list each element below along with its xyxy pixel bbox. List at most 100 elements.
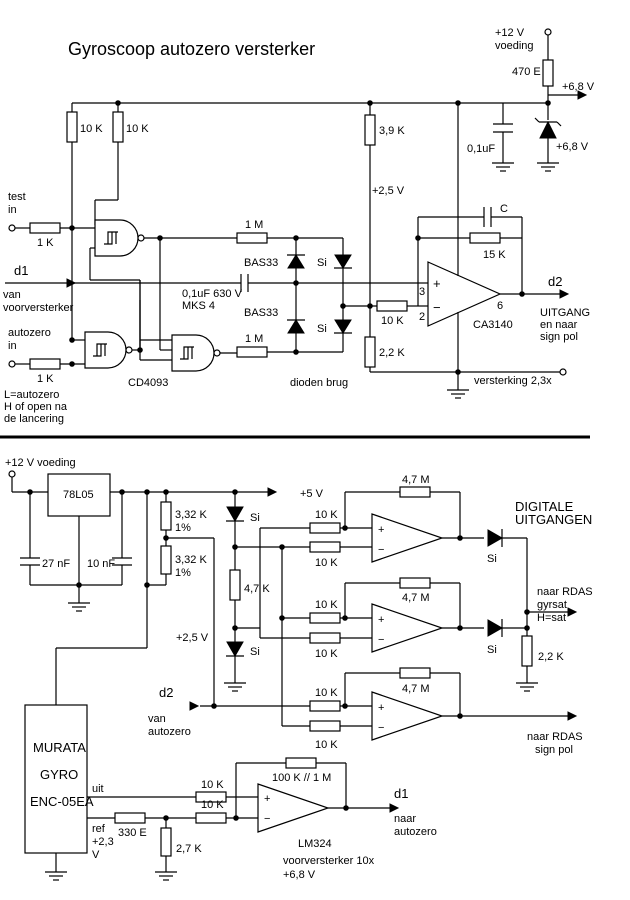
lauto-label: L=autozero (4, 389, 59, 401)
diode-si-ref-2 (226, 641, 244, 658)
r47m-c2-label: 4,7 M (402, 592, 430, 604)
nand-gate-3 (171, 334, 215, 372)
diode-bas33-top (287, 254, 305, 269)
mks-label: MKS 4 (182, 300, 215, 312)
resistor-2k7 (160, 827, 172, 857)
v25-bottom-label: +2,5 V (176, 632, 209, 644)
bottom-circuit: +12 V voeding 78L05 +5 V 27 nF 10 nF (5, 457, 593, 881)
comparator-1: 10 K 10 K 4,7 M + − (309, 474, 484, 569)
si-bot-label: Si (317, 323, 327, 335)
r470-label: 470 E (512, 66, 541, 78)
resistor-1k-test (29, 222, 61, 234)
r332a-label-2: 1% (175, 522, 191, 534)
resistor-10k-in (376, 300, 408, 312)
resistor-10k-c3a (309, 700, 341, 712)
comparator-3: 10 K 10 K 4,7 M + − naar RDAS sign pol (309, 667, 583, 756)
r47k-label: 4,7 K (244, 583, 270, 595)
rdas-signpol-label: naar RDAS (527, 731, 583, 743)
bas33-bot-label: BAS33 (244, 307, 278, 319)
resistor-1k-autozero (29, 358, 61, 370)
uitgang-label: UITGANG (540, 307, 590, 319)
resistor-2k2 (364, 336, 376, 368)
r1k-az-label: 1 K (37, 373, 54, 385)
autozero-in-label: autozero (8, 327, 51, 339)
resistor-10k-pre2 (195, 812, 227, 824)
diode-si-top (334, 254, 352, 269)
supply-label-top: +12 V (495, 27, 525, 39)
zener-diode (539, 120, 557, 139)
resistor-2k2-out (521, 635, 533, 667)
van-autozero-label: van (148, 713, 166, 725)
uitgang-label-2: en naar (540, 319, 578, 331)
diode-si-out-1 (487, 529, 504, 547)
v5-label: +5 V (300, 488, 324, 500)
c3-minus: − (378, 722, 384, 734)
resistor-1m-top (236, 232, 268, 244)
opamp-plus: + (433, 276, 441, 291)
r332a-label: 3,32 K (175, 509, 207, 521)
c1-plus: + (378, 524, 384, 536)
rdas-gyrsat-label-3: H=sat (537, 612, 566, 624)
c3-plus: + (378, 702, 384, 714)
diode-si-ref-1 (226, 506, 244, 523)
r47m-c3-label: 4,7 M (402, 683, 430, 695)
resistor-10k-c1b (309, 541, 341, 553)
rdas-gyrsat-label: naar RDAS (537, 586, 593, 598)
diode-si-out-2 (487, 619, 504, 637)
resistor-3k32-a (160, 501, 172, 531)
gyro-label-3: ENC-05EA (30, 794, 94, 809)
r1m-top-label: 1 M (245, 219, 263, 231)
resistor-4m7-c3 (399, 667, 431, 679)
resistor-1m-bot (236, 346, 268, 358)
resistor-470e (542, 59, 554, 87)
diode-bas33-bot (287, 319, 305, 334)
r10k-in-label: 10 K (381, 315, 404, 327)
resistor-4m7-c2 (399, 577, 431, 589)
ref-label: ref (92, 823, 106, 835)
rfb-label: 100 K // 1 M (272, 772, 331, 784)
r39k-label: 3,9 K (379, 125, 405, 137)
r10k-c2b-label: 10 K (315, 648, 338, 660)
opamp-minus: − (433, 300, 441, 315)
test-in-terminal (8, 224, 16, 232)
d2-top-label: d2 (548, 274, 562, 289)
c-cap-label: 0,1uF 630 V (182, 288, 243, 300)
r330-label: 330 E (118, 827, 147, 839)
v25-top-label: +2,5 V (372, 185, 405, 197)
supply-terminal-bottom (8, 470, 16, 478)
pre-minus: − (264, 813, 270, 825)
supply-bottom-label: +12 V voeding (5, 457, 76, 469)
pin3-label: 3 (419, 286, 425, 298)
r10k-pre2-label: 10 K (201, 799, 224, 811)
c27-label: 27 nF (42, 558, 70, 570)
si-top-label: Si (317, 257, 327, 269)
pre-plus: + (264, 793, 270, 805)
resistor-10k-c1a (309, 522, 341, 534)
resistor-10k-c2a (309, 612, 341, 624)
voorversterker-label-2: +6,8 V (283, 869, 316, 881)
naar-autozero-label-2: autozero (394, 826, 437, 838)
uitgang-label-3: sign pol (540, 331, 578, 343)
naar-autozero-label: naar (394, 813, 416, 825)
cap-c-label: C (500, 203, 508, 215)
si2-label: Si (250, 646, 260, 658)
test-in-label-2: in (8, 204, 17, 216)
cd4093-label: CD4093 (128, 377, 168, 389)
pin2-label: 2 (419, 311, 425, 323)
resistor-3k9 (364, 114, 376, 146)
dig-out-label-2: UITGANGEN (515, 512, 592, 527)
ref-label-2: +2,3 (92, 836, 114, 848)
ca3140-label: CA3140 (473, 319, 513, 331)
lauto-label-2: H of open na (4, 401, 68, 413)
resistor-100k-1m (285, 757, 317, 769)
van-autozero-label-2: autozero (148, 726, 191, 738)
c1-minus: − (378, 544, 384, 556)
resistor-330e (114, 812, 146, 824)
bas33-top-label: BAS33 (244, 257, 278, 269)
r22k-bottom-label: 2,2 K (538, 651, 564, 663)
resistor-15k (469, 232, 501, 244)
van-voorversterker-label: van (3, 289, 21, 301)
opamp-lm324 (257, 783, 330, 833)
